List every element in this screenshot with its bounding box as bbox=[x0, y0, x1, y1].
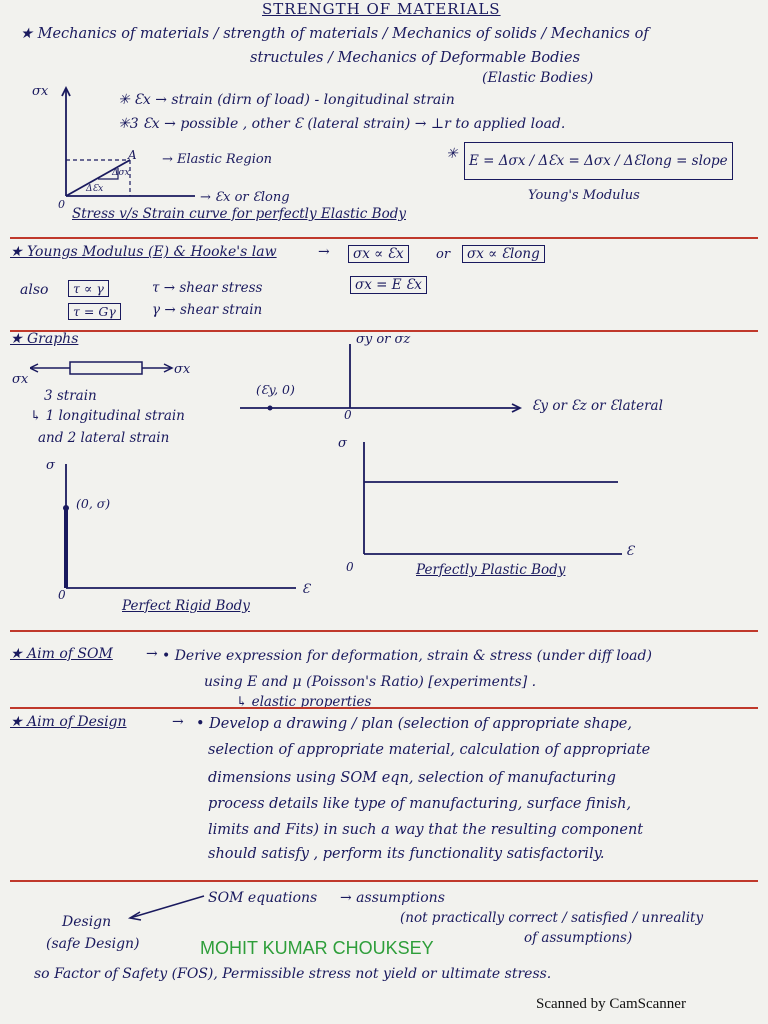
also-label: also bbox=[20, 282, 49, 298]
elastic-line bbox=[65, 159, 131, 197]
aim-design-line-5: limits and Fits) in such a way that the … bbox=[208, 822, 644, 838]
fos-footer-line: so Factor of Safety (FOS), Permissible s… bbox=[34, 966, 552, 982]
aim-design-line-4: process details like type of manufacturi… bbox=[208, 796, 632, 812]
divider-3 bbox=[10, 630, 758, 632]
aim-design-line-3: dimensions using SOM eqn, selection of m… bbox=[208, 770, 616, 786]
design-flow-arrows bbox=[127, 895, 205, 921]
strain-note-1: ✳ Ɛx → strain (dirn of load) - longitudi… bbox=[118, 92, 455, 108]
graph-sigma-label: σx bbox=[32, 84, 49, 99]
hookes-relation-2: σx ∝ Ɛlong bbox=[462, 245, 545, 263]
design-label: Design bbox=[62, 914, 112, 930]
header-line-2: structules / Mechanics of Deformable Bod… bbox=[250, 50, 581, 66]
safe-design-label: (safe Design) bbox=[46, 936, 140, 952]
som-equations-label: SOM equations bbox=[208, 890, 318, 906]
aim-design-line-1: • Develop a drawing / plan (selection of… bbox=[196, 716, 632, 732]
rigid-graph bbox=[63, 464, 296, 589]
aim-design-line-6: should satisfy , perform its functionali… bbox=[208, 846, 605, 862]
hookes-relation-1: σx ∝ Ɛx bbox=[348, 245, 409, 263]
shear-relation-2: τ = Gγ bbox=[68, 303, 121, 320]
plastic-caption: Perfectly Plastic Body bbox=[416, 562, 566, 578]
longitudinal-note: ↳ 1 longitudinal strain bbox=[30, 408, 185, 424]
graph-x-label: → Ɛx or Ɛlong bbox=[200, 190, 290, 205]
assumptions-label: → assumptions bbox=[340, 890, 445, 906]
shear-stress-desc: τ → shear stress bbox=[152, 280, 263, 296]
divider-5 bbox=[10, 880, 758, 882]
header-line-3: (Elastic Bodies) bbox=[482, 70, 594, 86]
bar-right-label: σx bbox=[174, 362, 191, 377]
hookes-heading: ★ Youngs Modulus (E) & Hooke's law bbox=[10, 244, 277, 260]
graph-origin: 0 bbox=[58, 198, 65, 211]
aim-som-arrow: → bbox=[146, 646, 158, 662]
elastic-graph-y-arrow bbox=[61, 85, 71, 97]
assumptions-note-1: (not practically correct / satisfied / u… bbox=[400, 910, 704, 926]
bar-rect bbox=[69, 361, 143, 375]
header-line-1: ★ Mechanics of materials / strength of m… bbox=[20, 26, 649, 42]
page-title: STRENGTH OF MATERIALS bbox=[262, 0, 501, 18]
lateral-x-label: Ɛy or Ɛz or Ɛlateral bbox=[532, 398, 663, 414]
bar-right-arrow bbox=[163, 363, 174, 373]
graph-deps-label: ΔƐx bbox=[86, 184, 104, 194]
rigid-caption: Perfect Rigid Body bbox=[122, 598, 250, 614]
youngs-modulus-label: Young's Modulus bbox=[528, 188, 640, 203]
youngs-formula-box: E = Δσx / ΔƐx = Δσx / ΔƐlong = slope bbox=[464, 142, 733, 180]
bar-left-label: σx bbox=[12, 372, 29, 387]
lateral-graph bbox=[240, 344, 523, 413]
elastic-region-label: → Elastic Region bbox=[162, 152, 273, 167]
strain-count-note: 3 strain bbox=[44, 388, 97, 404]
aim-design-arrow: → bbox=[172, 714, 184, 730]
graph-dsigma-label: Δσx bbox=[112, 168, 130, 178]
strain-note-2: ✳3 Ɛx → possible , other Ɛ (lateral stra… bbox=[118, 116, 566, 132]
lateral-point bbox=[267, 405, 273, 411]
design-arrow bbox=[129, 895, 205, 919]
graph-point-a: A bbox=[128, 148, 137, 162]
elastic-graph bbox=[61, 85, 195, 197]
design-arrow-head bbox=[127, 911, 142, 921]
rigid-point-label: (0, σ) bbox=[76, 496, 111, 511]
plastic-origin: 0 bbox=[346, 560, 354, 574]
shear-strain-desc: γ → shear strain bbox=[152, 302, 263, 318]
rigid-origin: 0 bbox=[58, 588, 66, 602]
youngs-star: ✳ bbox=[446, 146, 458, 162]
aim-som-line-2: using E and μ (Poisson's Ratio) [experim… bbox=[204, 674, 537, 690]
rigid-eps-label: Ɛ bbox=[302, 582, 311, 597]
aim-som-heading: ★ Aim of SOM bbox=[10, 646, 113, 662]
graphs-heading: ★ Graphs bbox=[10, 331, 79, 347]
author-watermark: MOHIT KUMAR CHOUKSEY bbox=[200, 938, 434, 958]
rigid-sigma-label: σ bbox=[46, 458, 55, 473]
lateral-note: and 2 lateral strain bbox=[38, 430, 170, 446]
hookes-relation-3: σx = E Ɛx bbox=[350, 276, 427, 294]
scanner-watermark: Scanned by CamScanner bbox=[536, 996, 686, 1012]
slope-triangle bbox=[98, 168, 119, 180]
divider-2 bbox=[10, 330, 758, 332]
assumptions-note-2: of assumptions) bbox=[524, 930, 633, 946]
plastic-graph bbox=[363, 442, 622, 555]
lateral-point-label: (Ɛy, 0) bbox=[256, 382, 295, 397]
lateral-origin: 0 bbox=[344, 408, 352, 422]
bar-diagram bbox=[30, 361, 174, 375]
hookes-arrow: → bbox=[318, 244, 330, 260]
plastic-sigma-label: σ bbox=[338, 436, 347, 451]
rigid-point bbox=[63, 505, 69, 511]
divider-1 bbox=[10, 237, 758, 239]
hookes-or: or bbox=[436, 247, 451, 262]
aim-som-line-3: ↳ elastic properties bbox=[236, 694, 372, 710]
plastic-eps-label: Ɛ bbox=[626, 544, 635, 559]
aim-design-line-2: selection of appropriate material, calcu… bbox=[208, 742, 651, 758]
aim-design-heading: ★ Aim of Design bbox=[10, 714, 127, 730]
aim-som-line-1: • Derive expression for deformation, str… bbox=[162, 648, 652, 664]
divider-4 bbox=[10, 707, 758, 709]
shear-relation-1: τ ∝ γ bbox=[68, 280, 109, 297]
lateral-y-label: σy or σz bbox=[356, 332, 411, 347]
lateral-x-arrow bbox=[511, 403, 523, 413]
stress-strain-caption: Stress v/s Strain curve for perfectly El… bbox=[72, 206, 406, 222]
bar-left-arrow bbox=[30, 363, 39, 373]
